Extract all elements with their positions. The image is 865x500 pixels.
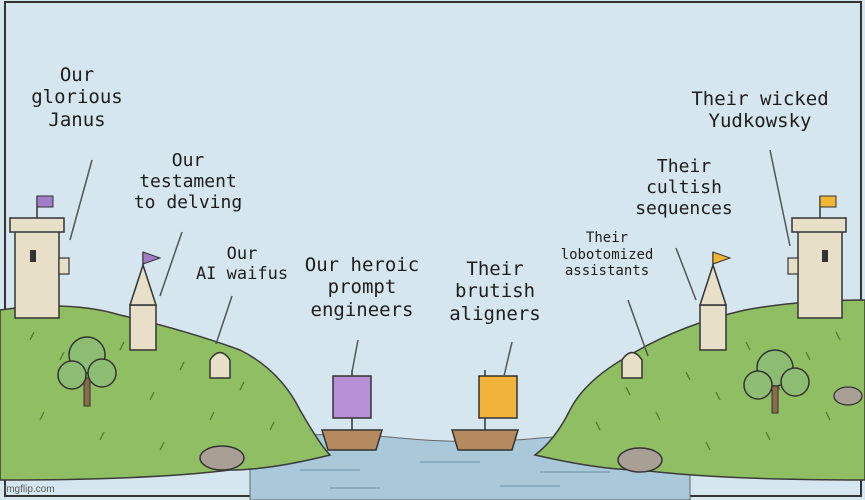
label-waifus: Our AI waifus <box>195 244 289 285</box>
waifus-pointer <box>215 295 233 345</box>
janus-flag <box>36 195 54 208</box>
their-sail <box>478 375 518 419</box>
janus-tower <box>9 195 70 319</box>
right-rock <box>617 447 663 473</box>
label-prompt-engineers: Our heroic prompt engineers <box>304 254 420 321</box>
assistants-hut <box>621 351 643 379</box>
lobotomized-pointer <box>627 299 649 357</box>
testament-pointer <box>159 231 183 297</box>
cultish-tower <box>698 251 732 351</box>
our-sail <box>332 375 372 419</box>
right-edge-rock <box>833 386 863 406</box>
yudkowsky-pointer <box>769 149 791 247</box>
our-boat <box>320 370 384 451</box>
label-testament: Our testament to delving <box>133 150 243 214</box>
label-janus: Our glorious Janus <box>31 64 123 131</box>
their-boat <box>450 370 520 451</box>
left-rock <box>199 445 245 471</box>
label-yudkowsky: Their wicked Yudkowsky <box>691 88 829 133</box>
cultish-pointer <box>675 247 697 301</box>
right-hill <box>533 299 865 481</box>
label-lobotomized-assistants: Their lobotomized assistants <box>560 230 654 280</box>
water-lines <box>300 461 610 489</box>
label-aligners: Their brutish aligners <box>449 258 541 325</box>
yudkowsky-flag <box>819 195 837 208</box>
testament-tower <box>128 251 162 351</box>
waifus-hut <box>209 351 231 379</box>
testament-flag <box>142 251 162 265</box>
right-tree <box>743 349 810 414</box>
janus-pointer <box>69 159 93 241</box>
aligners-pointer <box>503 341 513 377</box>
prompt-pointer <box>351 339 359 373</box>
yudkowsky-tower <box>787 195 847 319</box>
watermark: imgflip.com <box>4 484 55 495</box>
left-tree <box>57 336 117 407</box>
label-cultish-sequences: Their cultish sequences <box>635 156 733 220</box>
cultish-flag <box>712 251 732 265</box>
